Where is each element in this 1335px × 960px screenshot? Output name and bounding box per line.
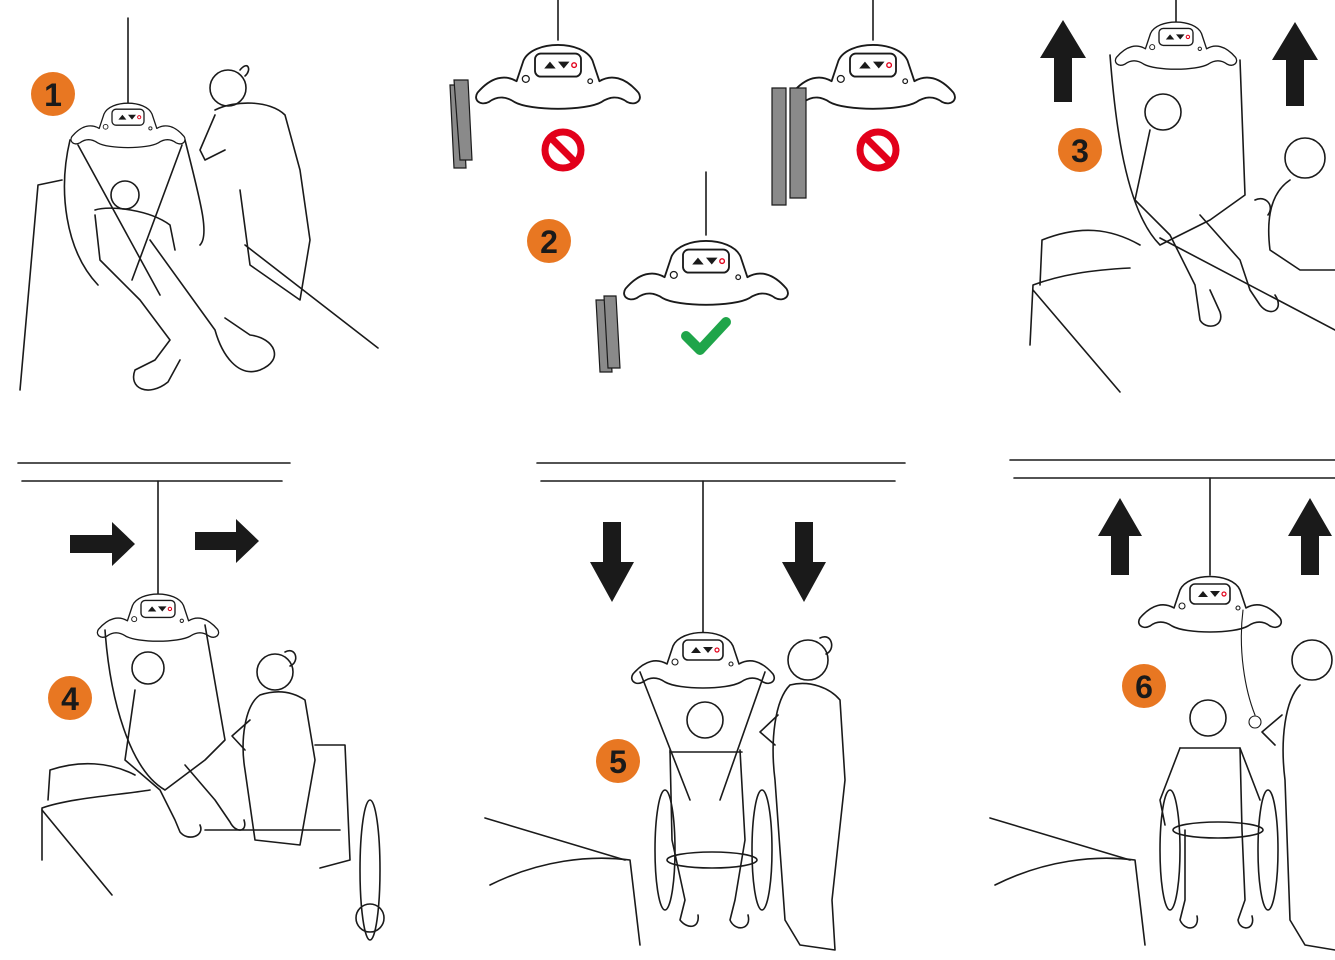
panel-step-6: 6: [990, 460, 1335, 950]
checkmark-icon: [686, 322, 726, 350]
panel-step-3: 3: [1030, 0, 1335, 392]
svg-text:5: 5: [609, 744, 627, 780]
panel-step-5: 5: [485, 463, 905, 950]
arrow-down-icon: [590, 522, 634, 602]
arrow-up-icon: [1098, 498, 1142, 575]
step-badge-6: 6: [1122, 664, 1166, 708]
panel-step-4: 4: [18, 463, 384, 940]
step-badge-1: 1: [31, 72, 75, 116]
svg-text:6: 6: [1135, 669, 1153, 705]
step-badge-4: 4: [48, 676, 92, 720]
step-badge-3: 3: [1058, 128, 1102, 172]
lift-unit-correct: [624, 241, 788, 305]
panel-step-2: 2: [450, 0, 955, 372]
step-badge-2: 2: [527, 219, 571, 263]
arrow-up-icon: [1288, 498, 1332, 575]
no-entry-icon: [545, 132, 581, 168]
no-entry-icon: [860, 132, 896, 168]
lift-unit-wrong-left: [476, 45, 640, 109]
svg-text:2: 2: [540, 224, 558, 260]
lift-unit-wrong-right: [791, 45, 955, 109]
arrow-up-icon: [1272, 22, 1318, 106]
lift-unit: [1139, 577, 1282, 633]
panel-step-1: 1: [20, 18, 378, 390]
lift-unit: [97, 594, 218, 641]
arrow-up-icon: [1040, 20, 1086, 102]
lift-unit: [1115, 22, 1236, 69]
arrow-right-icon: [70, 522, 135, 566]
step-badge-5: 5: [596, 739, 640, 783]
lift-unit: [71, 103, 185, 147]
svg-text:4: 4: [61, 681, 79, 717]
svg-text:1: 1: [44, 77, 62, 113]
lift-unit: [632, 633, 775, 689]
svg-text:3: 3: [1071, 133, 1089, 169]
arrow-right-icon: [195, 519, 259, 563]
arrow-down-icon: [782, 522, 826, 602]
